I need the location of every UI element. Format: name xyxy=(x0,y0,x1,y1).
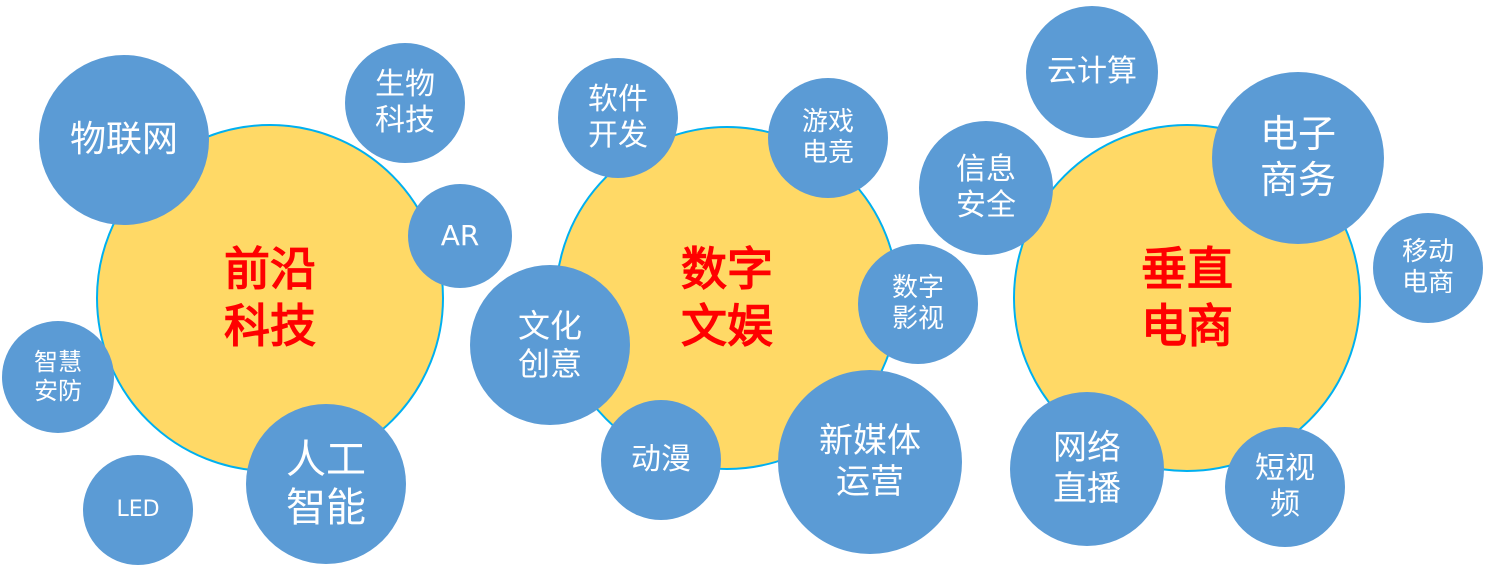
topic-circle: 文化创意 xyxy=(470,265,630,425)
circle-label-line: 垂直 xyxy=(1141,241,1233,296)
circle-label-line: 安全 xyxy=(956,188,1016,223)
circle-label-line: 商务 xyxy=(1259,158,1336,202)
circle-label-line: LED xyxy=(116,496,160,522)
circle-label-line: 动漫 xyxy=(631,442,691,477)
topic-circle: 智慧安防 xyxy=(2,321,114,433)
topic-circle: 软件开发 xyxy=(558,58,678,178)
circle-label-line: 软件 xyxy=(588,82,648,117)
topic-circle: 游戏电竞 xyxy=(768,78,888,198)
topic-circle: 生物科技 xyxy=(345,43,465,163)
circle-label-line: 生物 xyxy=(375,67,435,102)
topic-circle: 物联网 xyxy=(39,55,209,225)
circle-label-line: 安防 xyxy=(34,377,82,405)
circle-label-line: 游戏 xyxy=(801,106,854,137)
circle-label-line: 新媒体 xyxy=(819,421,921,462)
circle-label-line: 移动 xyxy=(1401,236,1454,267)
circle-label-line: 物联网 xyxy=(69,119,178,161)
circle-label-line: 网络 xyxy=(1053,428,1121,469)
circle-label-line: 电商 xyxy=(1141,299,1233,353)
topic-circle: 短视频 xyxy=(1225,427,1345,547)
circle-label-line: 短视 xyxy=(1255,451,1315,486)
topic-circle: AR xyxy=(408,184,512,288)
circle-label-line: 科技 xyxy=(375,103,435,138)
circle-label-line: 云计算 xyxy=(1047,54,1137,89)
topic-circle: 电子商务 xyxy=(1212,72,1384,244)
circle-label-line: 影视 xyxy=(891,304,944,334)
topic-circle: 网络直播 xyxy=(1010,392,1164,546)
circle-label-line: 运营 xyxy=(836,462,904,502)
circle-label-line: 电竞 xyxy=(801,138,854,168)
circle-label-line: 电商 xyxy=(1401,268,1454,298)
topic-circle: 动漫 xyxy=(601,400,721,520)
circle-label-line: 直播 xyxy=(1053,469,1121,509)
topic-circle: LED xyxy=(83,455,193,565)
circle-label-line: 电子 xyxy=(1259,112,1336,157)
circle-label-line: 开发 xyxy=(588,118,648,153)
circle-label-line: AR xyxy=(440,219,480,253)
circle-label-line: 信息 xyxy=(956,152,1016,187)
circle-label-line: 频 xyxy=(1270,487,1300,522)
topic-circle: 云计算 xyxy=(1026,6,1158,138)
circle-label-line: 前沿 xyxy=(224,241,316,296)
circle-label-line: 数字 xyxy=(681,241,773,296)
circle-label-line: 创意 xyxy=(517,345,582,383)
topic-circle: 新媒体运营 xyxy=(778,370,962,554)
circle-label-line: 数字 xyxy=(891,272,944,303)
circle-label-line: 科技 xyxy=(224,299,316,353)
circle-label-line: 人工 xyxy=(286,437,366,483)
circle-label-line: 文娱 xyxy=(681,299,773,353)
circle-label-line: 智能 xyxy=(286,485,366,531)
topic-circle: 信息安全 xyxy=(919,121,1053,255)
circle-label-line: 智慧 xyxy=(34,348,82,377)
circle-label-line: 文化 xyxy=(517,306,582,345)
topic-circle: 人工智能 xyxy=(246,404,406,564)
topic-circle: 数字影视 xyxy=(858,244,978,364)
topic-circle: 移动电商 xyxy=(1373,213,1483,323)
